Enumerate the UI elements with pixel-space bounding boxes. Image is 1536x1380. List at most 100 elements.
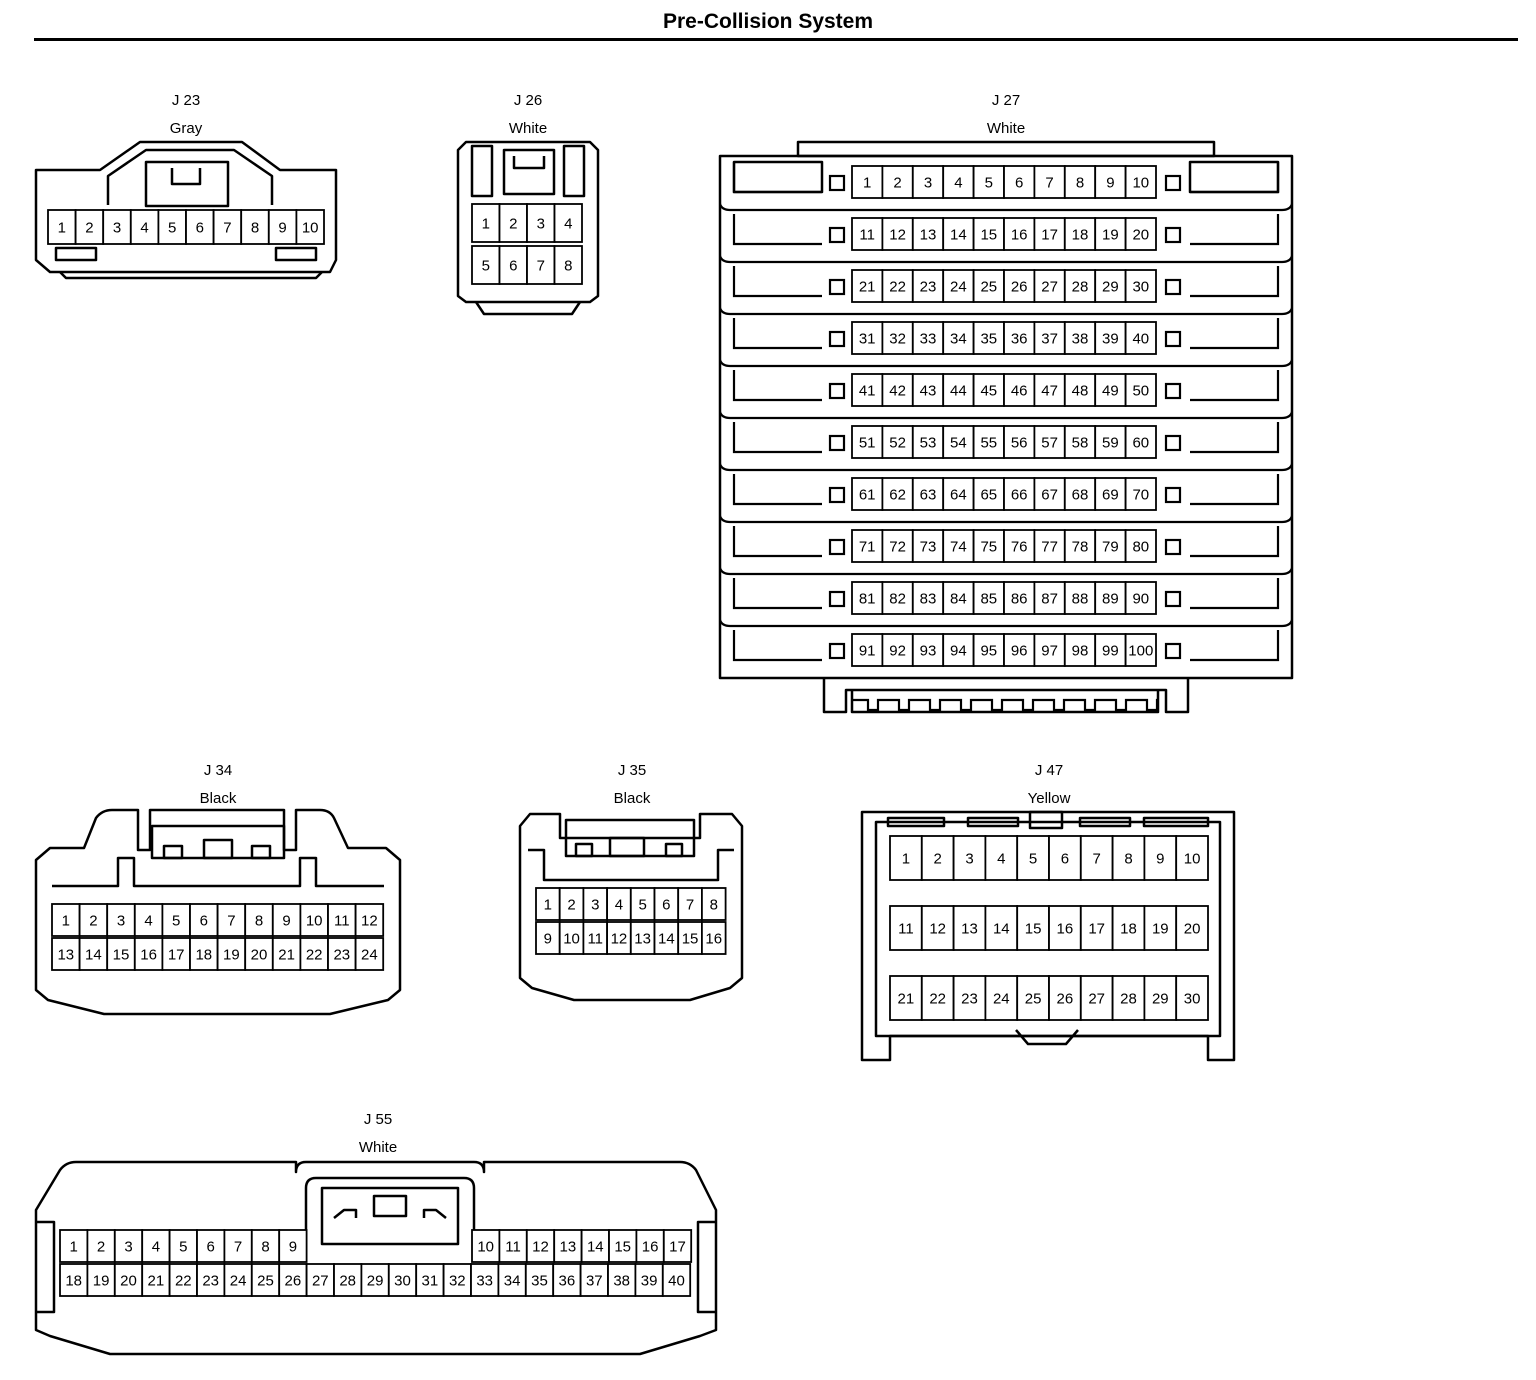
j35-pin-label: 14 bbox=[658, 930, 675, 947]
j55-pin-39: 39 bbox=[634, 1263, 664, 1297]
j35-pin-label: 9 bbox=[544, 930, 552, 947]
j47-pin-6: 6 bbox=[1048, 835, 1082, 881]
j27-pin-label: 55 bbox=[980, 434, 997, 451]
j35-pin-8: 8 bbox=[701, 887, 727, 921]
j55-pin-label: 15 bbox=[614, 1238, 631, 1255]
j34-pin-6: 6 bbox=[189, 903, 219, 937]
j27-pin-label: 60 bbox=[1132, 434, 1149, 451]
j47-pin-label: 11 bbox=[898, 920, 914, 937]
j27-pin-32: 32 bbox=[881, 321, 914, 355]
j55-pin-label: 18 bbox=[65, 1272, 82, 1289]
j35-pin-label: 3 bbox=[591, 896, 599, 913]
j26-pin-label: 2 bbox=[509, 215, 517, 232]
j27-pin-label: 81 bbox=[859, 590, 876, 607]
j27-pin-label: 67 bbox=[1041, 486, 1058, 503]
j55-pin-20: 20 bbox=[113, 1263, 144, 1297]
j27-pin-30: 30 bbox=[1124, 269, 1157, 303]
j55-pin-36: 36 bbox=[552, 1263, 582, 1297]
j23-pin-8: 8 bbox=[240, 209, 270, 245]
j27-pin-98: 98 bbox=[1063, 633, 1097, 667]
j27-pin-label: 97 bbox=[1041, 642, 1058, 659]
j27-pin-label: 40 bbox=[1132, 330, 1149, 347]
j55-pin-label: 16 bbox=[642, 1238, 659, 1255]
j55-color-label: White bbox=[359, 1139, 397, 1156]
j27-pin-label: 69 bbox=[1102, 486, 1119, 503]
j47-pin-21: 21 bbox=[889, 975, 923, 1021]
j47-pin-17: 17 bbox=[1079, 905, 1114, 951]
j27-pin-label: 63 bbox=[920, 486, 937, 503]
j23-pin-label: 3 bbox=[113, 219, 121, 236]
j27-pin-2: 2 bbox=[881, 165, 914, 199]
j34-housing bbox=[34, 808, 402, 1016]
j34-color-label: Black bbox=[200, 790, 237, 807]
j34-pin-8: 8 bbox=[244, 903, 274, 937]
j27-pin-76: 76 bbox=[1003, 529, 1036, 563]
j34-pin-23: 23 bbox=[327, 937, 357, 971]
j27-pin-60: 60 bbox=[1124, 425, 1157, 459]
j27-pin-label: 83 bbox=[920, 590, 937, 607]
j23-pin-7: 7 bbox=[212, 209, 243, 245]
j34-pin-label: 7 bbox=[227, 912, 235, 929]
j47-pin-label: 27 bbox=[1088, 990, 1105, 1007]
j34-pin-label: 11 bbox=[334, 912, 350, 929]
j27-pin-17: 17 bbox=[1033, 217, 1066, 251]
j23-pin-6: 6 bbox=[185, 209, 215, 245]
j26-pin-label: 8 bbox=[564, 257, 572, 274]
j27-pin-29: 29 bbox=[1094, 269, 1127, 303]
j55-pin-9: 9 bbox=[278, 1229, 308, 1263]
j34-pin-15: 15 bbox=[106, 937, 136, 971]
j55-pin-label: 7 bbox=[234, 1238, 242, 1255]
j55-pin-30: 30 bbox=[387, 1263, 418, 1297]
j55-pin-label: 9 bbox=[289, 1238, 297, 1255]
j27-pin-49: 49 bbox=[1094, 373, 1127, 407]
j27-pin-20: 20 bbox=[1124, 217, 1157, 251]
j27-pin-label: 65 bbox=[980, 486, 997, 503]
j34-pin-label: 22 bbox=[306, 946, 323, 963]
j47-pin-28: 28 bbox=[1111, 975, 1146, 1021]
j26-housing bbox=[456, 140, 600, 316]
j27-pin-47: 47 bbox=[1033, 373, 1066, 407]
j27-pin-label: 89 bbox=[1102, 590, 1119, 607]
j27-pin-label: 93 bbox=[920, 642, 937, 659]
j27-pin-86: 86 bbox=[1003, 581, 1036, 615]
j27-pin-89: 89 bbox=[1094, 581, 1127, 615]
j47-pin-25: 25 bbox=[1016, 975, 1050, 1021]
j23-pin-label: 2 bbox=[85, 219, 93, 236]
j34-pin-1: 1 bbox=[51, 903, 81, 937]
j55-pin-label: 21 bbox=[148, 1272, 165, 1289]
j47-pin-label: 22 bbox=[929, 990, 946, 1007]
j27-pin-label: 87 bbox=[1041, 590, 1058, 607]
j27-pin-11: 11 bbox=[851, 217, 884, 251]
j55-pin-35: 35 bbox=[524, 1263, 555, 1297]
j27-pin-label: 48 bbox=[1072, 382, 1089, 399]
j34-pin-4: 4 bbox=[133, 903, 164, 937]
j27-pin-23: 23 bbox=[911, 269, 945, 303]
j27-pin-19: 19 bbox=[1094, 217, 1127, 251]
j27-pin-label: 68 bbox=[1072, 486, 1089, 503]
j47-pin-label: 15 bbox=[1025, 920, 1042, 937]
j34-pin-7: 7 bbox=[216, 903, 247, 937]
j34-pin-18: 18 bbox=[189, 937, 219, 971]
j27-pin-15: 15 bbox=[972, 217, 1005, 251]
j26-color-label: White bbox=[509, 120, 547, 137]
j47-pin-30: 30 bbox=[1175, 975, 1209, 1021]
j55-pin-label: 33 bbox=[476, 1272, 493, 1289]
j27-pin-64: 64 bbox=[942, 477, 975, 511]
j55-pin-33: 33 bbox=[470, 1263, 500, 1297]
j27-pin-53: 53 bbox=[911, 425, 945, 459]
j47-pin-7: 7 bbox=[1079, 835, 1114, 881]
j27-pin-24: 24 bbox=[942, 269, 975, 303]
j55-pin-label: 31 bbox=[422, 1272, 439, 1289]
j34-pin-label: 3 bbox=[117, 912, 125, 929]
j27-pin-label: 91 bbox=[859, 642, 876, 659]
j47-pin-1: 1 bbox=[889, 835, 923, 881]
j35-color-label: Black bbox=[614, 790, 651, 807]
j27-pin-label: 15 bbox=[980, 226, 997, 243]
j27-pin-93: 93 bbox=[911, 633, 945, 667]
j27-pin-77: 77 bbox=[1033, 529, 1066, 563]
j55-pin-label: 40 bbox=[668, 1272, 685, 1289]
